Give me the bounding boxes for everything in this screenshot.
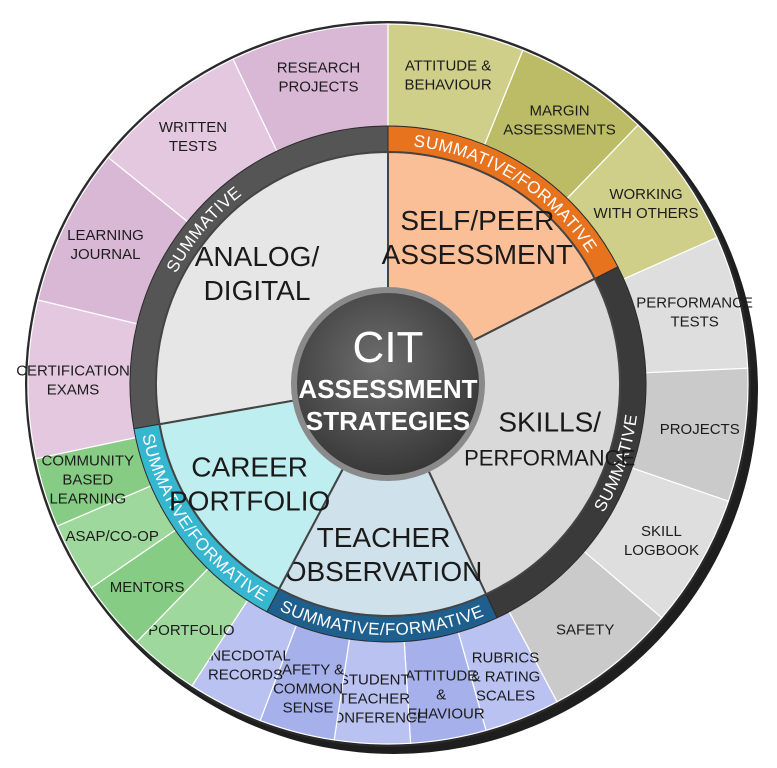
outer-item-label: WITH OTHERS — [594, 205, 699, 222]
outer-item-label: BASED — [62, 471, 113, 488]
section-title-line: ASSESSMENT — [382, 239, 573, 270]
outer-item-label: STUDENT — [339, 672, 410, 689]
section-title-line: TEACHER — [317, 522, 451, 553]
outer-item-label: COMMUNITY — [42, 452, 135, 469]
hub-subtitle-line: ASSESSMENT — [298, 374, 477, 404]
outer-item-label: & — [436, 686, 446, 703]
outer-item-label: SAFETY & — [272, 662, 344, 679]
outer-item-label: RECORDS — [208, 666, 283, 683]
center-hub: CIT ASSESSMENT STRATEGIES — [291, 287, 485, 481]
outer-item-label: PROJECTS — [278, 78, 358, 95]
outer-item-label: TEACHER — [338, 691, 410, 708]
outer-item-label: WRITTEN — [159, 119, 227, 136]
outer-item-label: BEHAVIOUR — [397, 705, 484, 722]
outer-item-label: PORTFOLIO — [148, 622, 234, 639]
hub-subtitle-line: STRATEGIES — [306, 406, 470, 436]
section-title-line: ANALOG/ — [195, 241, 320, 272]
outer-item-label: PROJECTS — [660, 421, 740, 438]
outer-item-label: RESEARCH — [277, 59, 360, 76]
outer-item-label: SKILL — [641, 523, 682, 540]
outer-item-label: ATTITUDE — [405, 667, 477, 684]
section-title-line: SKILLS/ — [498, 407, 601, 438]
outer-item-label: SENSE — [283, 700, 334, 717]
section-title-line: PORTFOLIO — [169, 486, 330, 517]
section-title-line: OBSERVATION — [285, 556, 483, 587]
outer-item-label: ASSESSMENTS — [503, 121, 616, 138]
hub-title: CIT — [353, 323, 424, 372]
outer-item-label: TESTS — [169, 138, 217, 155]
outer-item-label: LOGBOOK — [624, 542, 699, 559]
outer-item-label: RUBRICS — [472, 649, 540, 666]
section-title-line: CAREER — [191, 452, 308, 483]
outer-item-label: & RATING — [471, 668, 541, 685]
hub-circle — [291, 287, 485, 481]
outer-item-label: LEARNING — [49, 490, 126, 507]
outer-item-label: CERTIFICATION — [16, 362, 130, 379]
outer-item-label: TESTS — [670, 313, 718, 330]
outer-item-label: SCALES — [476, 687, 535, 704]
section-title-line: DIGITAL — [204, 275, 311, 306]
outer-wedge-analog — [27, 299, 142, 460]
section-title-line: SELF/PEER — [400, 205, 554, 236]
outer-item-label: ANECDOTAL — [200, 647, 291, 664]
outer-item-label: SAFETY — [556, 622, 614, 639]
outer-item-label: ASAP/CO-OP — [65, 528, 158, 545]
outer-item-label: WORKING — [609, 186, 682, 203]
outer-item-label: JOURNAL — [70, 246, 140, 263]
outer-item-label: EXAMS — [47, 381, 100, 398]
outer-item-label: COMMON — [273, 681, 343, 698]
outer-item-label: MARGIN — [530, 102, 590, 119]
outer-item-label: LEARNING — [67, 227, 144, 244]
inner-ring: ANALOG/DIGITALSELF/PEERASSESSMENTSKILLS/… — [155, 150, 635, 617]
outer-item-label: PERFORMANCE — [636, 294, 753, 311]
outer-item-label: MENTORS — [110, 579, 185, 596]
section-title-line: PERFORMANCE — [464, 446, 635, 471]
outer-item-label: ATTITUDE & — [405, 57, 491, 74]
outer-item-label: CONFERENCE — [322, 710, 427, 727]
outer-item-label: BEHAVIOUR — [404, 76, 491, 93]
